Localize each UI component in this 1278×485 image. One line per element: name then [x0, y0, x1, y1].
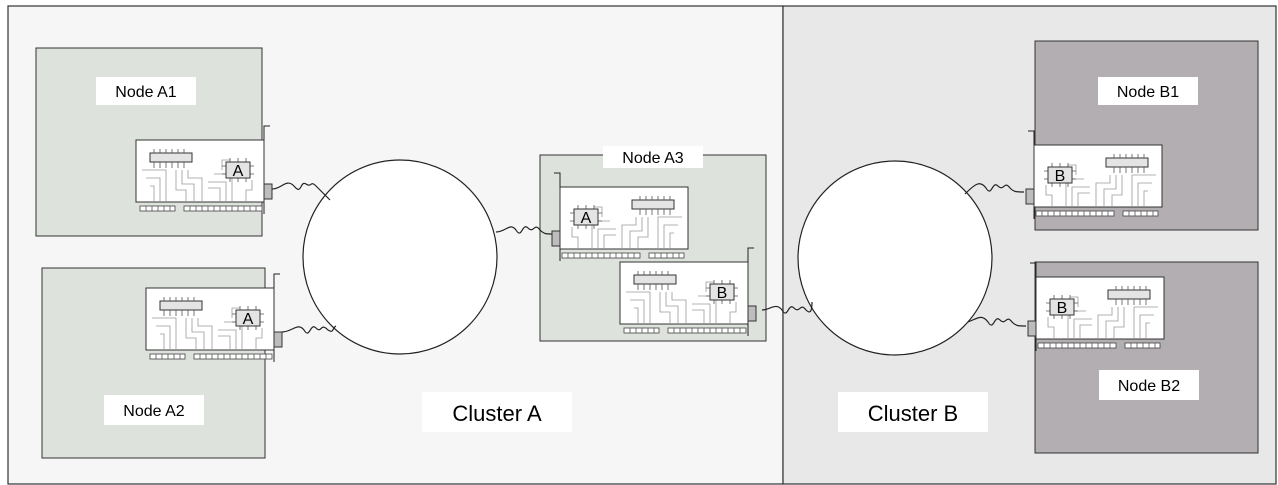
nic-node-b2: B — [1027, 262, 1165, 352]
node-b2-label: Node B2 — [1118, 378, 1180, 395]
node-a2-label: Node A2 — [123, 403, 184, 420]
nic-a3-chip-label-a: A — [581, 210, 592, 227]
cable-a3-to-ring-b — [761, 301, 813, 314]
nic-a1-chip-label: A — [233, 163, 244, 180]
cable-b2 — [967, 316, 1027, 327]
nic-b1-chip-label: B — [1055, 168, 1066, 185]
nic-node-a1: A — [135, 125, 273, 215]
nic-b2-chip-label: B — [1057, 300, 1068, 317]
node-a3-label: Node A3 — [622, 150, 683, 167]
nic-node-a3-cluster-b: B — [619, 247, 757, 337]
nic-a3-chip-label-b: B — [717, 285, 728, 302]
node-a1-label: Node A1 — [115, 84, 176, 101]
cable-a3-to-ring-a — [495, 226, 553, 235]
cluster-a-network-ring — [302, 159, 498, 355]
nic-node-b1: B — [1025, 130, 1163, 220]
nic-node-a2: A — [145, 273, 283, 363]
cluster-b-label: Cluster B — [868, 401, 958, 426]
cluster-a-label: Cluster A — [452, 401, 542, 426]
node-b1-label: Node B1 — [1117, 84, 1179, 101]
cable-a2 — [281, 325, 337, 334]
nic-node-a3-cluster-a: A — [551, 172, 689, 262]
cable-a1 — [271, 182, 331, 201]
cable-b1 — [964, 183, 1025, 195]
nic-a2-chip-label: A — [243, 311, 254, 328]
cluster-b-network-ring — [797, 160, 993, 356]
